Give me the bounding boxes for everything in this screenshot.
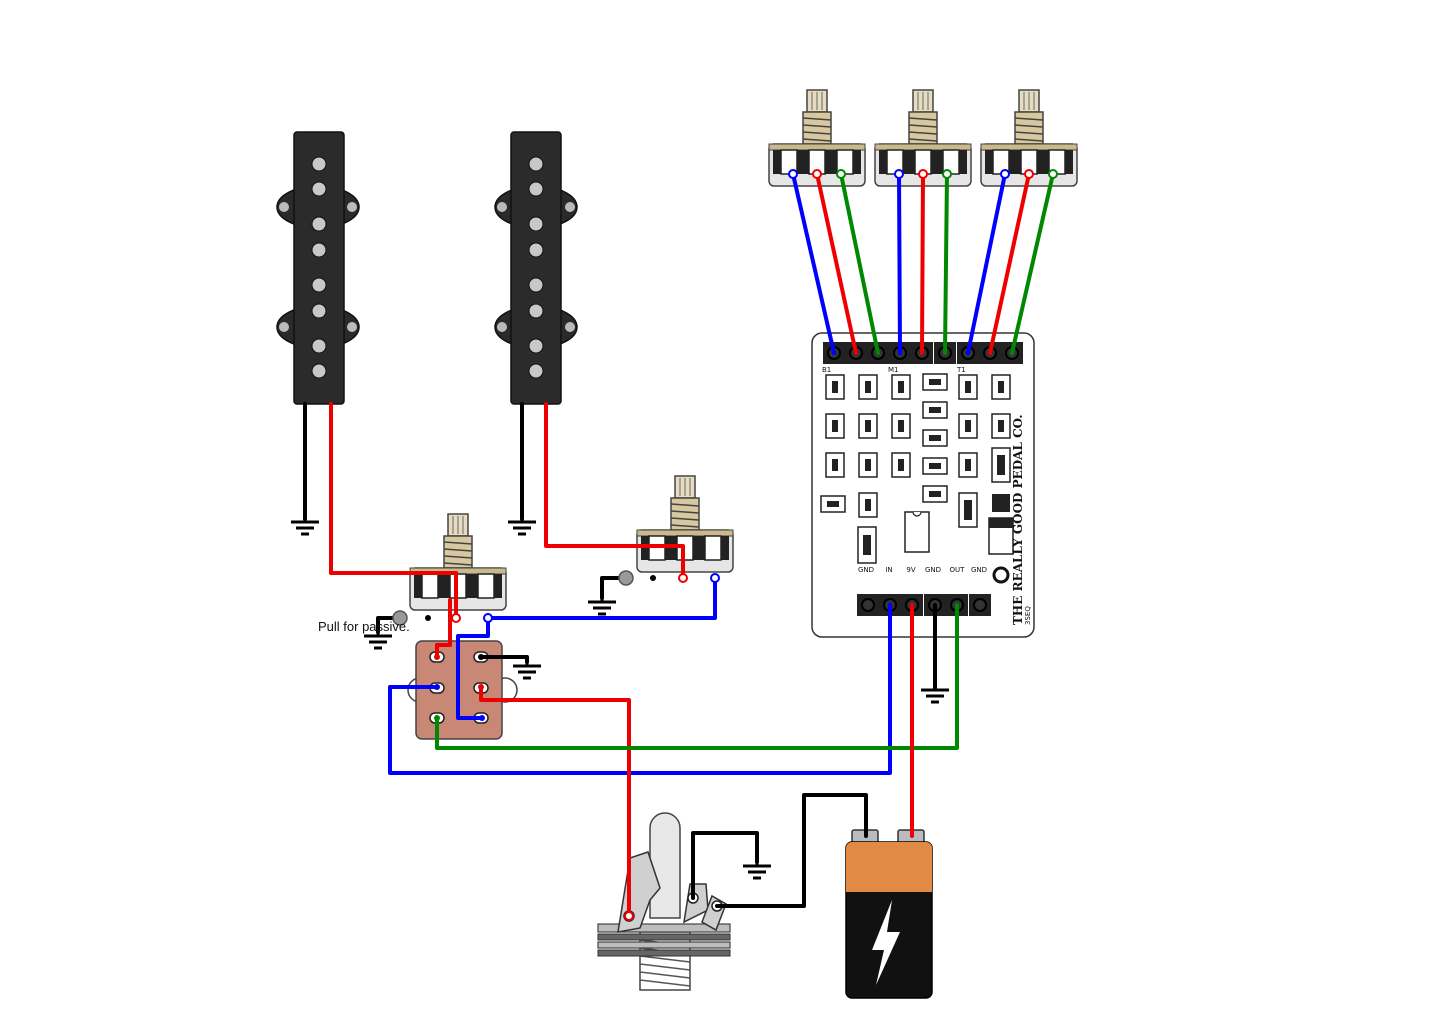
- 9v-battery: [845, 829, 933, 999]
- wires: [303, 172, 1055, 918]
- lightning-bolt-icon: [872, 900, 900, 985]
- board-label-9v: 9V: [906, 566, 915, 574]
- board-brand: THE REALLY GOOD PEDAL CO.: [1011, 414, 1025, 625]
- bridge-pickup: [494, 131, 578, 405]
- preamp-board: B1 M1 T1: [811, 332, 1035, 638]
- board-label-gnd-3: GND: [971, 566, 987, 574]
- board-label-t1: T1: [956, 366, 966, 374]
- board-label-in: IN: [885, 566, 892, 574]
- neck-pickup: [276, 131, 360, 405]
- board-label-gnd-2: GND: [925, 566, 941, 574]
- board-label-gnd-1: GND: [858, 566, 874, 574]
- board-model: 3SEQ: [1024, 606, 1032, 625]
- board-label-out: OUT: [950, 566, 966, 574]
- pull-for-passive-note: Pull for passive.: [318, 619, 410, 634]
- board-label-b1: B1: [822, 366, 831, 374]
- board-components: [820, 373, 1014, 584]
- bottom-terminal-row: [856, 593, 992, 617]
- stereo-output-jack[interactable]: [597, 812, 731, 991]
- board-label-m1: M1: [888, 366, 899, 374]
- solder-points: [392, 169, 1058, 921]
- neck-volume-push-pull-pot[interactable]: [407, 513, 518, 740]
